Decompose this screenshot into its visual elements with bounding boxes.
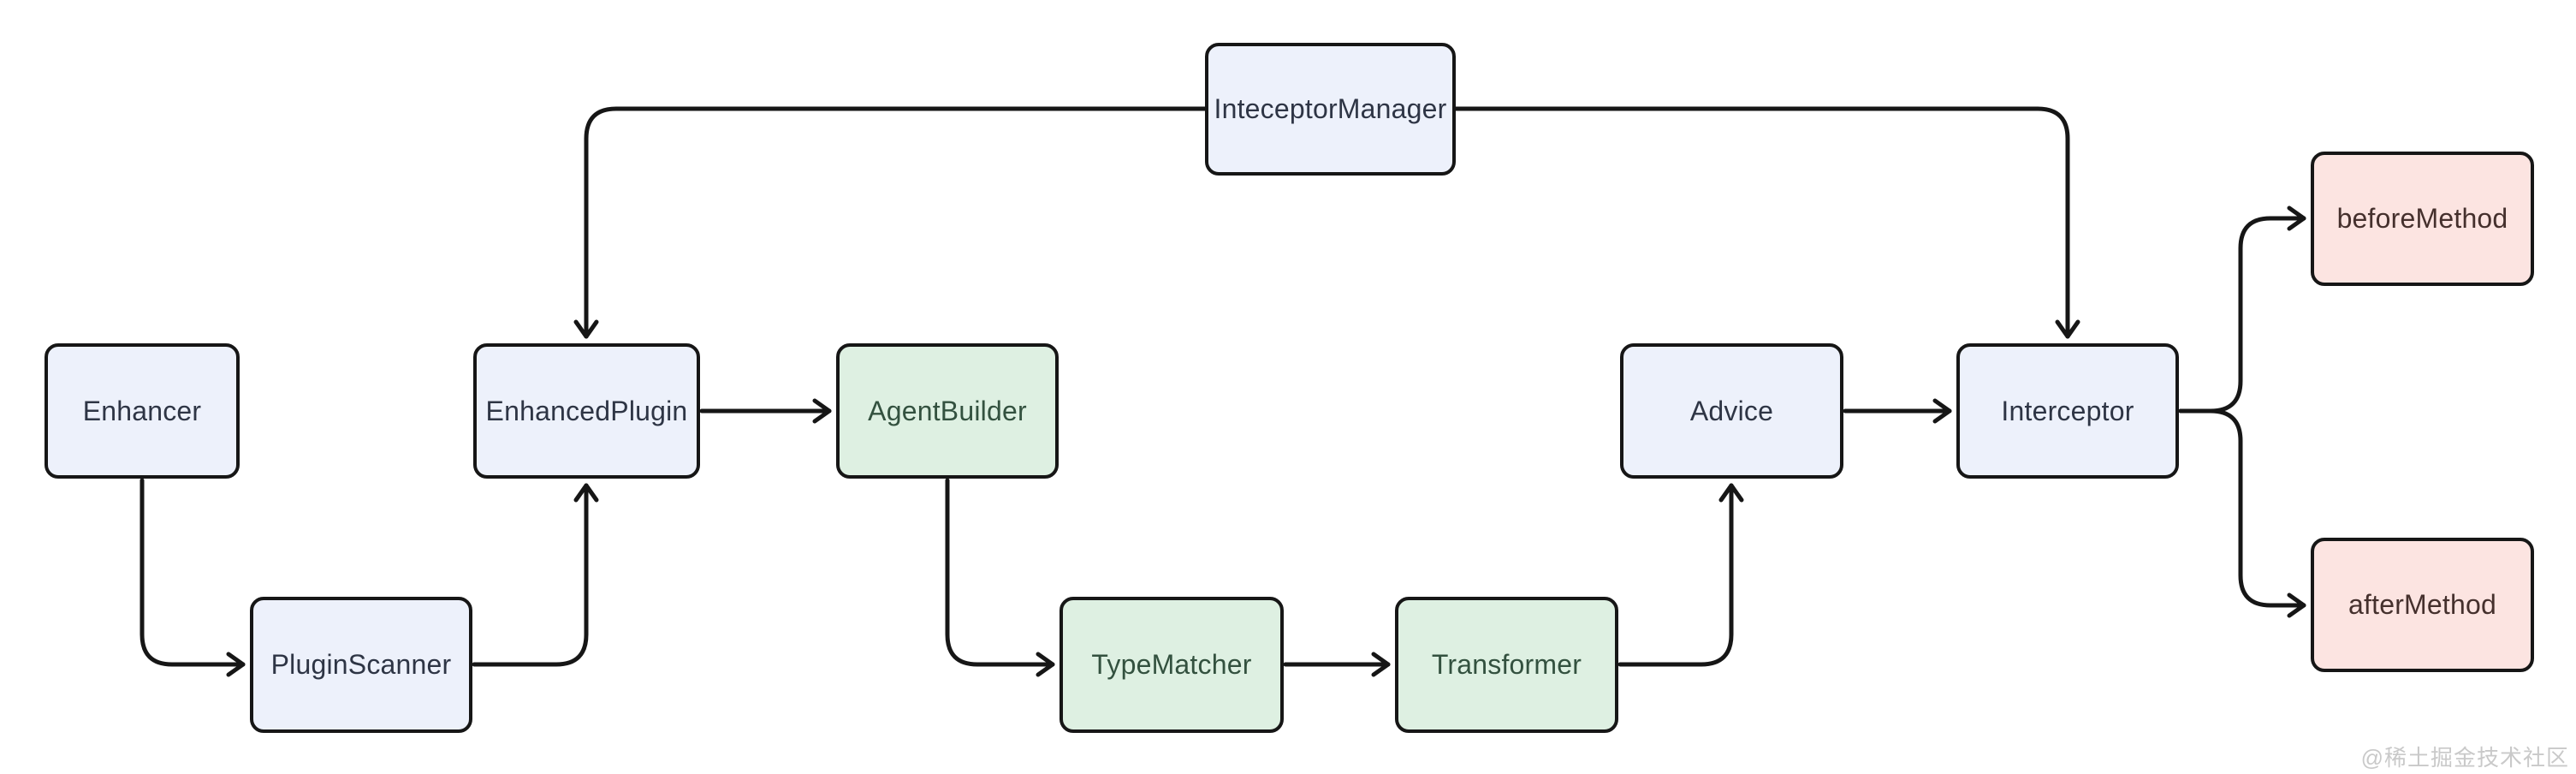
edge-agentbuilder-typematcher [945, 478, 1055, 677]
edge-transformer-advice [1617, 483, 1744, 667]
edge-interceptor-beforemethod [2178, 205, 2306, 414]
edge-enhancer-pluginscanner [139, 478, 246, 677]
node-enhancer: Enhancer [45, 343, 240, 479]
node-plugin-scanner: PluginScanner [250, 597, 472, 733]
node-inteceptor-manager-label: InteceptorManager [1214, 93, 1447, 124]
edge-pluginscanner-enhancedplugin [472, 483, 599, 667]
node-before-method: beforeMethod [2311, 152, 2534, 286]
node-enhancer-label: Enhancer [82, 395, 202, 426]
edge-inteceptormanager-interceptor [1453, 106, 2080, 339]
node-after-method: afterMethod [2311, 538, 2534, 672]
node-inteceptor-manager: InteceptorManager [1205, 43, 1456, 176]
node-transformer: Transformer [1395, 597, 1618, 733]
node-interceptor: Interceptor [1956, 343, 2179, 479]
edge-inteceptormanager-enhancedplugin [573, 106, 1208, 339]
node-after-method-label: afterMethod [2348, 589, 2496, 620]
node-type-matcher: TypeMatcher [1059, 597, 1284, 733]
node-before-method-label: beforeMethod [2336, 203, 2508, 234]
node-agent-builder: AgentBuilder [836, 343, 1059, 479]
node-type-matcher-label: TypeMatcher [1091, 649, 1252, 680]
node-enhanced-plugin-label: EnhancedPlugin [485, 395, 688, 426]
node-agent-builder-label: AgentBuilder [868, 395, 1027, 426]
node-interceptor-label: Interceptor [2001, 395, 2134, 426]
node-advice: Advice [1620, 343, 1843, 479]
node-enhanced-plugin: EnhancedPlugin [473, 343, 700, 479]
node-plugin-scanner-label: PluginScanner [270, 649, 452, 680]
watermark: @稀土掘金技术社区 [2360, 745, 2569, 771]
edge-interceptor-aftermethod [2178, 408, 2306, 618]
node-advice-label: Advice [1689, 395, 1774, 426]
node-transformer-label: Transformer [1431, 649, 1582, 680]
